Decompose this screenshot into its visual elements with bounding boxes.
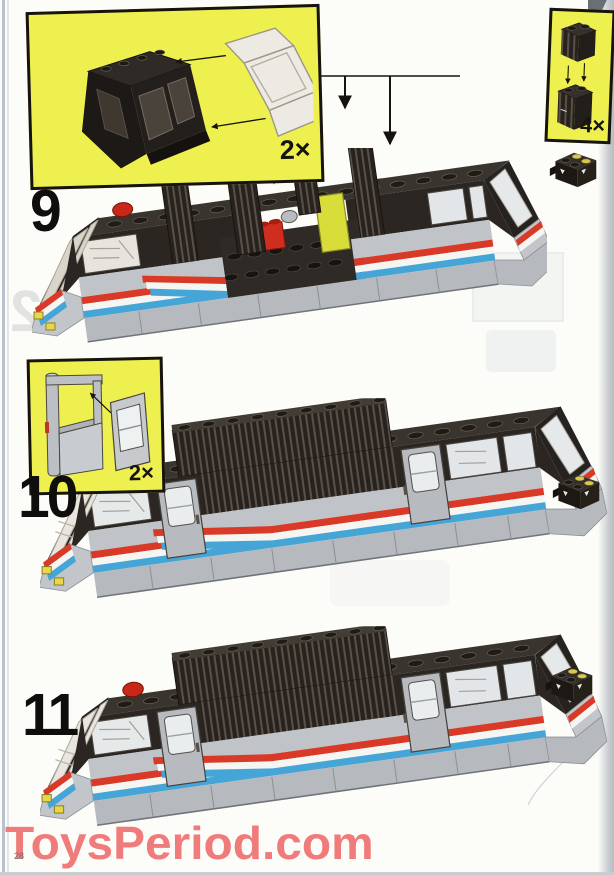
transparent-windscreen-part [224,27,316,138]
bleed-through-blob [486,330,556,372]
buffer-brick-step10 [551,470,603,513]
step9-train-illustration [32,148,547,343]
buffer-brick-step11 [544,663,596,706]
step-number-10: 10 [18,463,78,531]
windscreen-callout-illustration [81,27,316,169]
callout-arrow [175,54,226,65]
grille-brick-part [557,84,594,130]
callout-arrow [581,63,587,82]
train-rear-end [484,161,547,287]
train-front-nose [32,217,99,337]
callout-arrow [89,392,112,414]
buffer-brick-step9 [548,148,600,191]
black-cab-structure-part [81,49,211,169]
grille-brick-part [560,22,597,62]
quantity-label: 2× [128,459,155,486]
callout-arrow [565,65,571,85]
callout-windscreen-box: 2× [25,3,325,191]
gray-door-part [109,392,151,472]
callout-grille-bricks-box: 4× [544,7,614,145]
step-number-9: 9 [30,177,62,245]
door-callout-illustration [44,372,151,477]
scan-bottom-edge [0,872,614,875]
step-number-11: 11 [22,681,79,749]
quantity-label: 2× [279,134,311,166]
bleed-through-blob-2 [330,560,450,606]
step11-train-illustration [40,626,614,842]
quantity-label: 4× [579,112,606,138]
callout-door-box: 2× [26,356,166,496]
watermark-text: ToysPeriod.com [5,817,374,869]
gray-door-frame-part [44,372,104,477]
grille-bricks-illustration [557,22,597,130]
scan-corner-artifact [588,0,614,11]
scan-left-edge-line-2 [7,0,9,875]
scan-left-edge-line [2,0,5,875]
page-number: 28 [14,851,25,861]
callout-arrow [211,117,266,130]
scan-right-edge-shadow [598,0,614,875]
